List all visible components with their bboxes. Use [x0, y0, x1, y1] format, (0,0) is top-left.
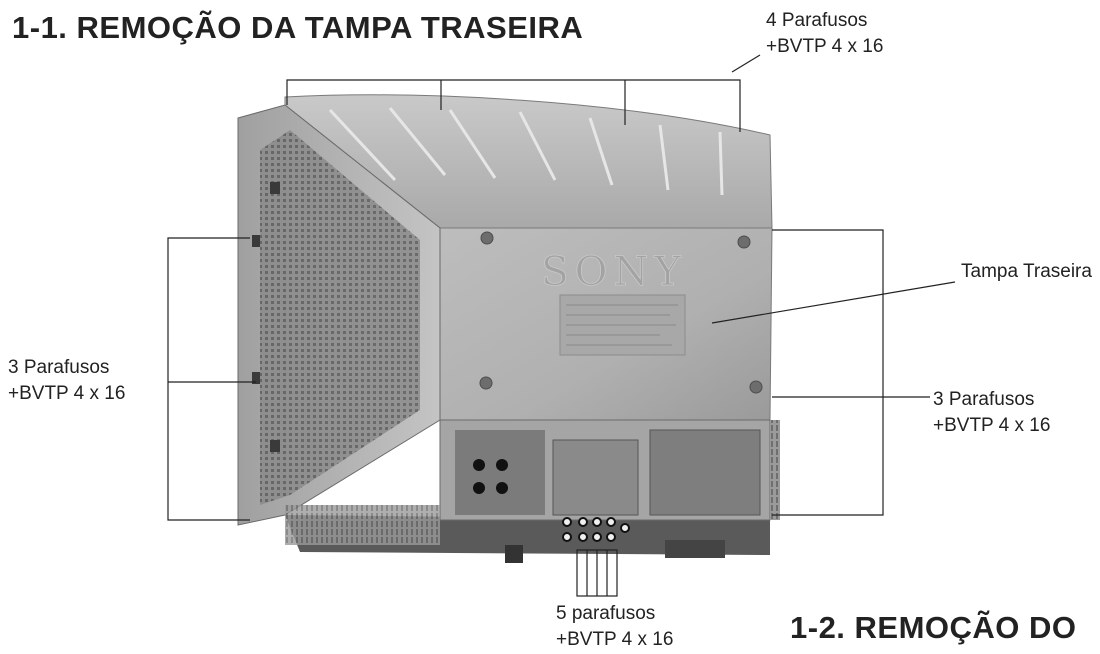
section-heading-2: 1-2. REMOÇÃO DO [790, 610, 1077, 645]
right-vent [770, 420, 780, 520]
bottom-vent [285, 505, 440, 545]
callout-bottom-qty: 5 parafusos [556, 603, 656, 624]
rear-screws [479, 231, 763, 394]
bottom-foot [665, 540, 725, 558]
antenna-bracket [649, 429, 761, 516]
av-jacks [562, 517, 630, 542]
callout-top-qty: 4 Parafusos [766, 10, 868, 31]
side-clips [252, 182, 280, 452]
cabinet-ridges [328, 107, 724, 196]
callout-right-qty: 3 Parafusos [933, 389, 1035, 410]
callout-bottom-screws: 5 parafusos +BVTP 4 x 16 [556, 601, 673, 653]
callout-right-screws: 3 Parafusos +BVTP 4 x 16 [933, 387, 1050, 439]
callout-right-spec: +BVTP 4 x 16 [933, 415, 1051, 436]
callout-rear-cover: Tampa Traseira [961, 261, 1092, 282]
side-vent-grille [260, 130, 420, 505]
callout-top-screws: 4 Parafusos +BVTP 4 x 16 [766, 8, 883, 60]
section-heading-1: 1-1. REMOÇÃO DA TAMPA TRASEIRA [12, 10, 584, 45]
callout-top-spec: +BVTP 4 x 16 [766, 36, 884, 57]
av-jack-panel [552, 439, 639, 516]
brand-logo: SONY [541, 249, 687, 295]
callout-left-spec: +BVTP 4 x 16 [8, 383, 126, 404]
callout-left-qty: 3 Parafusos [8, 357, 110, 378]
callout-left-screws: 3 Parafusos +BVTP 4 x 16 [8, 355, 125, 407]
leader-lines [167, 54, 956, 597]
callout-bottom-spec: +BVTP 4 x 16 [556, 629, 674, 650]
power-terminal-block [455, 430, 545, 515]
